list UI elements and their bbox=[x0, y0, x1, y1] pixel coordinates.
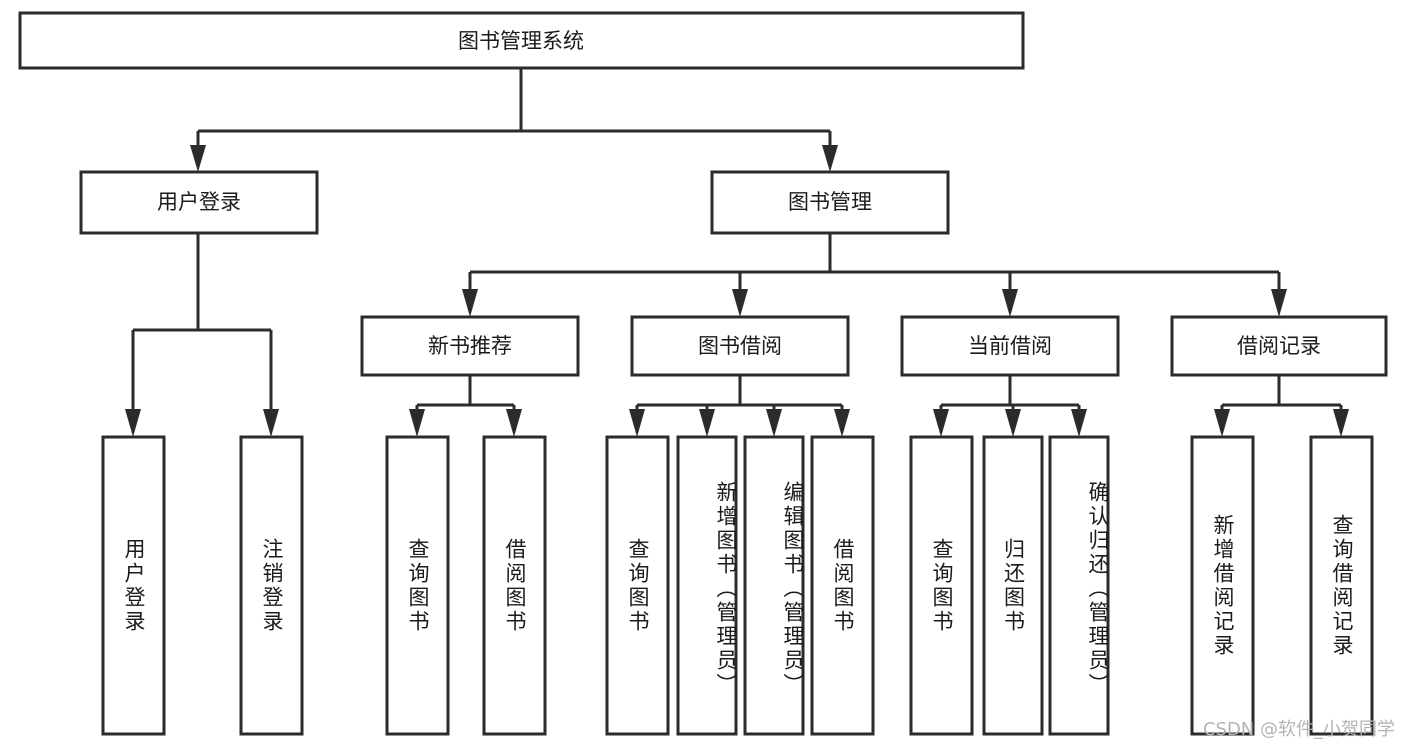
node-user-login-label: 用户登录 bbox=[157, 190, 241, 214]
leaf-edit-book-box[interactable] bbox=[743, 435, 805, 736]
node-user-login[interactable]: 用户登录 bbox=[79, 170, 319, 235]
node-current-borrow-box[interactable] bbox=[900, 315, 1120, 377]
arrowhead-book-manage bbox=[822, 145, 838, 172]
arrowhead-leaf-query-book-recommend bbox=[409, 409, 425, 437]
csdn-watermark: CSDN @软件_小贺同学 bbox=[1202, 719, 1395, 740]
node-user-login-box[interactable] bbox=[79, 170, 319, 235]
leaf-query-book-recommend-box[interactable] bbox=[385, 435, 450, 736]
arrowhead-leaf-return-book bbox=[1005, 409, 1021, 437]
arrowhead-leaf-borrow-book bbox=[834, 409, 850, 437]
node-current-borrow-label: 当前借阅 bbox=[968, 334, 1052, 358]
leaf-boxes bbox=[101, 435, 1374, 736]
leaf-add-book-box[interactable] bbox=[676, 435, 738, 736]
node-borrow-record[interactable]: 借阅记录 bbox=[1170, 315, 1388, 377]
node-current-borrow[interactable]: 当前借阅 bbox=[900, 315, 1120, 377]
node-new-book-recommend[interactable]: 新书推荐 bbox=[360, 315, 580, 377]
leaf-borrow-book-recommend-box[interactable] bbox=[482, 435, 547, 736]
leaf-borrow-book-box[interactable] bbox=[810, 435, 875, 736]
connector-group-book-borrow bbox=[629, 375, 850, 437]
node-new-book-recommend-label: 新书推荐 bbox=[428, 334, 512, 358]
node-book-borrow[interactable]: 图书借阅 bbox=[630, 315, 850, 377]
connector-group-book-manage bbox=[462, 233, 1287, 317]
arrowhead-leaf-confirm-return bbox=[1071, 409, 1087, 437]
leaf-return-book-box[interactable] bbox=[982, 435, 1044, 736]
arrowhead-new-book-recommend bbox=[462, 289, 478, 317]
arrowhead-user-login bbox=[190, 145, 206, 172]
node-book-borrow-box[interactable] bbox=[630, 315, 850, 377]
arrowhead-leaf-user-login bbox=[125, 409, 141, 437]
leaf-query-book-current-box[interactable] bbox=[909, 435, 974, 736]
arrowhead-leaf-query-book-borrow bbox=[629, 409, 645, 437]
node-root-label: 图书管理系统 bbox=[458, 29, 584, 53]
node-root-box[interactable] bbox=[18, 11, 1025, 70]
leaf-confirm-return-box[interactable] bbox=[1048, 435, 1110, 736]
arrowhead-leaf-add-book bbox=[699, 409, 715, 437]
arrowhead-leaf-query-borrow-record bbox=[1333, 409, 1349, 437]
node-book-manage-label: 图书管理 bbox=[788, 190, 872, 214]
arrowhead-borrow-record bbox=[1271, 289, 1287, 317]
connector-group-user-login bbox=[125, 233, 279, 437]
node-root[interactable]: 图书管理系统 bbox=[18, 11, 1025, 70]
leaf-add-borrow-record-box[interactable] bbox=[1190, 435, 1255, 736]
connector-group-new-book-recommend bbox=[409, 375, 522, 437]
node-borrow-record-label: 借阅记录 bbox=[1237, 334, 1321, 358]
connector-group-root bbox=[190, 68, 838, 172]
node-book-manage[interactable]: 图书管理 bbox=[710, 170, 950, 235]
connector-group-borrow-record bbox=[1214, 375, 1349, 437]
leaf-query-book-borrow-box[interactable] bbox=[605, 435, 670, 736]
node-new-book-recommend-box[interactable] bbox=[360, 315, 580, 377]
arrowhead-book-borrow bbox=[732, 289, 748, 317]
arrowhead-leaf-query-book-current bbox=[933, 409, 949, 437]
arrowhead-leaf-borrow-book-recommend bbox=[506, 409, 522, 437]
node-book-manage-box[interactable] bbox=[710, 170, 950, 235]
node-book-borrow-label: 图书借阅 bbox=[698, 334, 782, 358]
node-borrow-record-box[interactable] bbox=[1170, 315, 1388, 377]
arrowhead-leaf-logout bbox=[263, 409, 279, 437]
leaf-logout-box[interactable] bbox=[239, 435, 304, 736]
connector-group-current-borrow bbox=[933, 375, 1087, 437]
leaf-user-login-box[interactable] bbox=[101, 435, 166, 736]
arrowhead-current-borrow bbox=[1002, 289, 1018, 317]
arrowhead-leaf-edit-book bbox=[766, 409, 782, 437]
leaf-query-borrow-record-box[interactable] bbox=[1309, 435, 1374, 736]
arrowhead-leaf-add-borrow-record bbox=[1214, 409, 1230, 437]
